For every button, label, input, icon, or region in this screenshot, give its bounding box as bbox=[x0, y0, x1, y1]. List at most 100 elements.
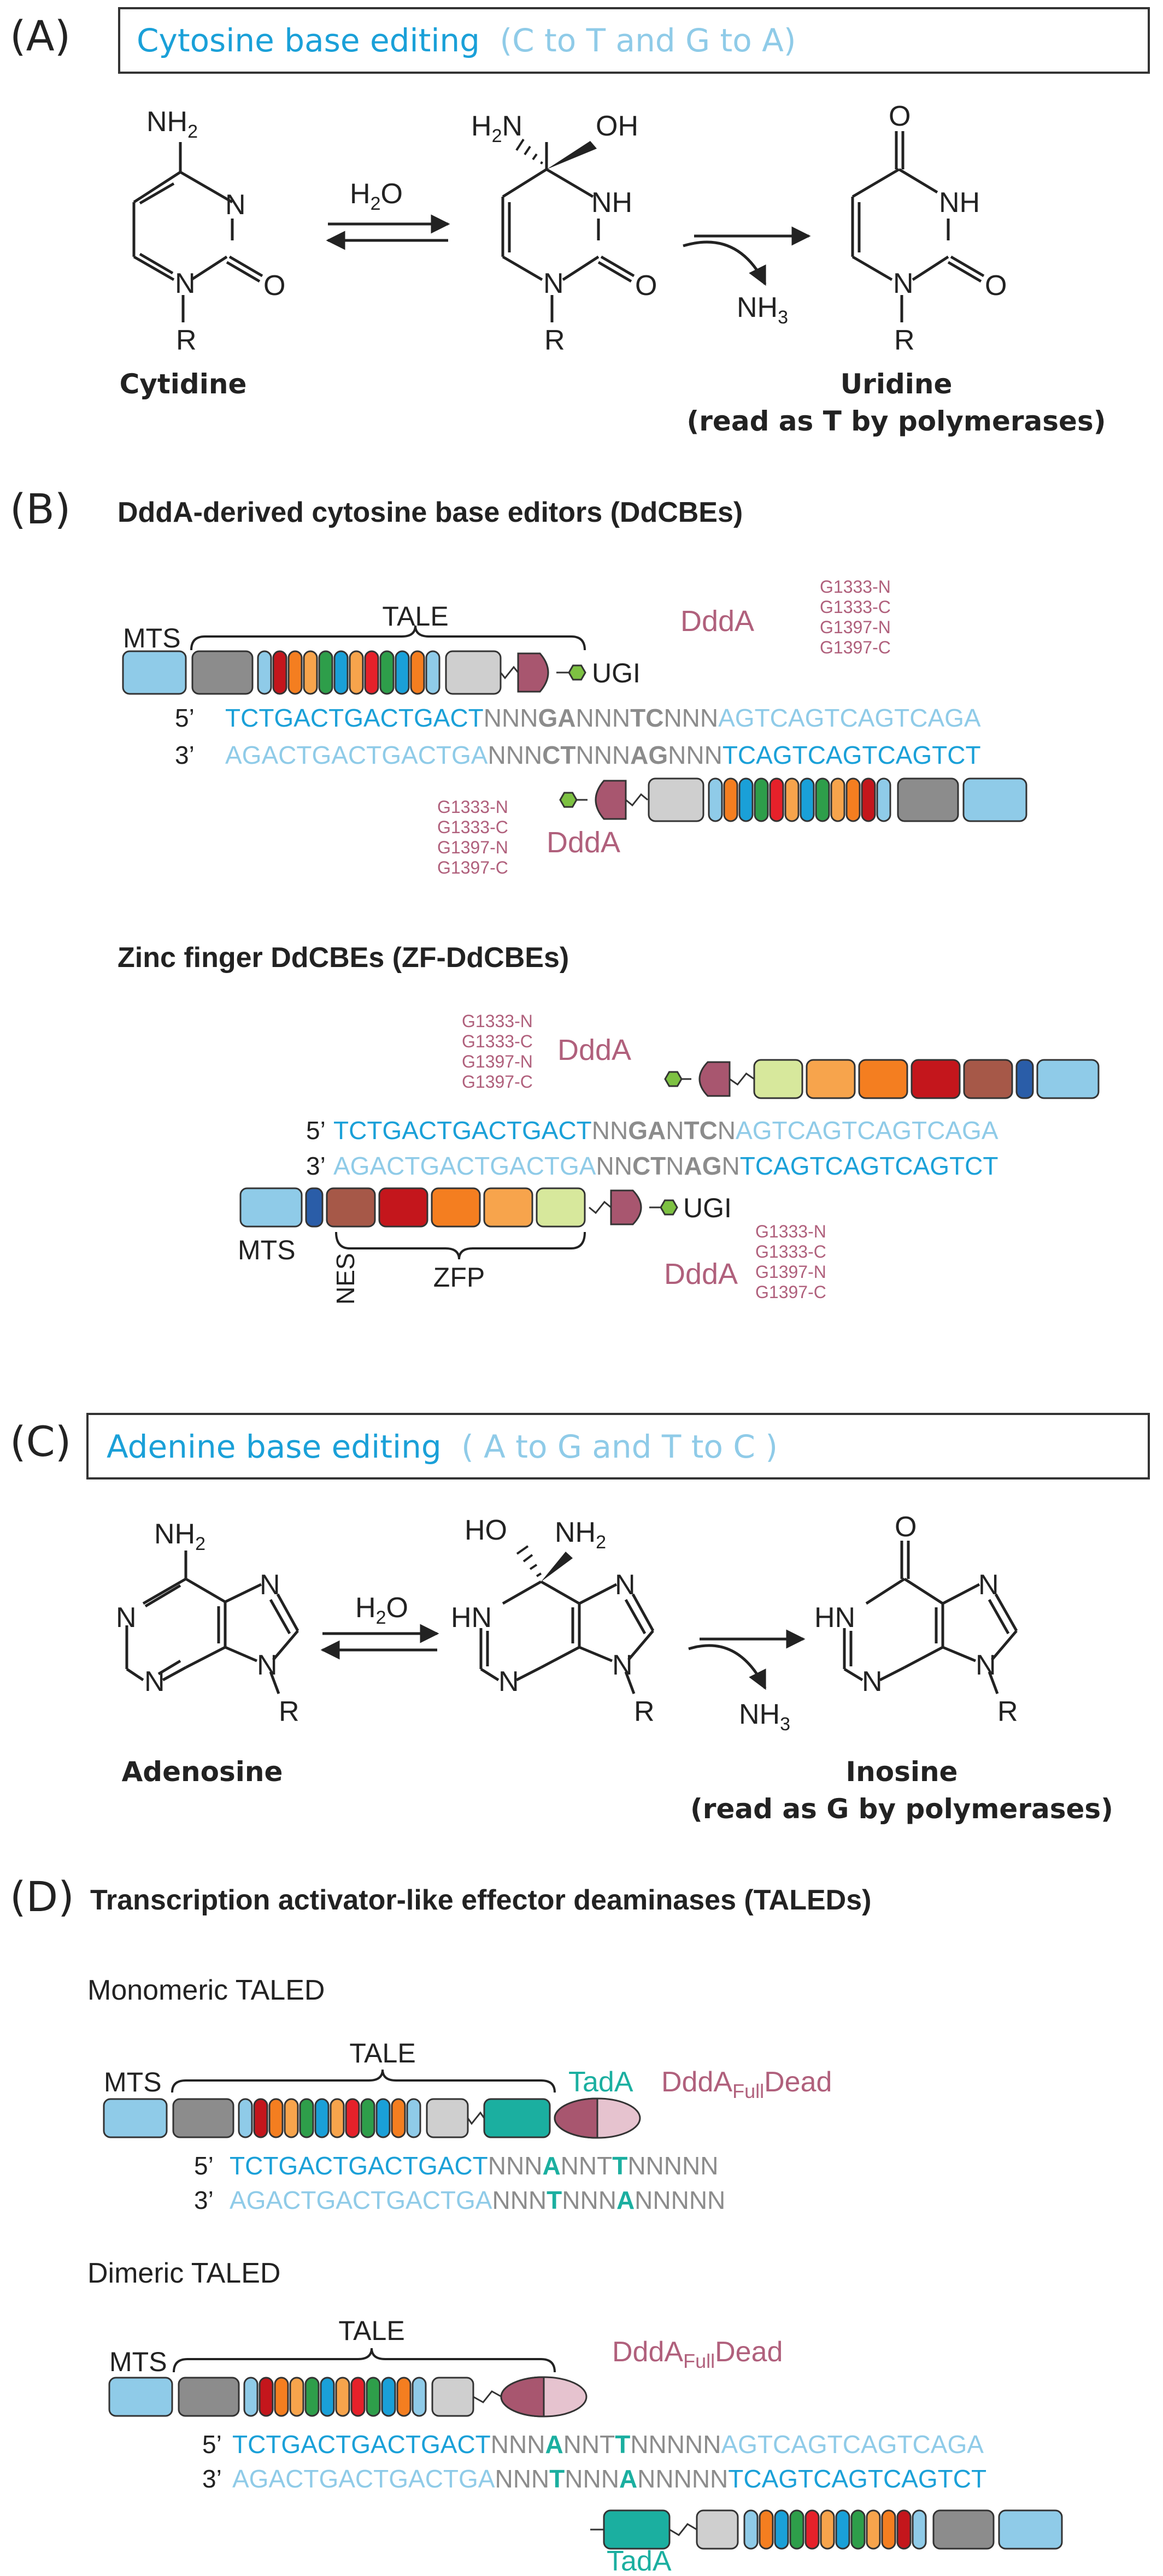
zinc-finger-module bbox=[431, 1187, 481, 1228]
tale-repeat bbox=[330, 2098, 345, 2138]
svg-text:H2O: H2O bbox=[350, 178, 403, 214]
tale-repeat bbox=[299, 2098, 314, 2138]
intermediate-nh: NH bbox=[591, 187, 632, 219]
svg-text:H2O: H2O bbox=[355, 1592, 408, 1628]
tada-domain bbox=[483, 2098, 551, 2138]
tale-repeat bbox=[896, 2509, 912, 2550]
cytidine-r: R bbox=[176, 325, 197, 356]
ddda-half-domain bbox=[698, 1061, 731, 1097]
deamination-arrow: NH3 bbox=[683, 226, 811, 328]
zinc-finger-module bbox=[753, 1059, 803, 1099]
uridine-o4: O bbox=[889, 101, 911, 132]
svg-text:NH2: NH2 bbox=[555, 1517, 606, 1553]
tale-n-terminus bbox=[932, 2509, 995, 2550]
ugi-domain bbox=[660, 1199, 678, 1216]
ddda-full-dead-active-half bbox=[500, 2376, 545, 2418]
svg-text:AGACTGACTGACTGANNNTNNNANNNNN: AGACTGACTGACTGANNNTNNNANNNNN bbox=[230, 2186, 725, 2214]
tale-label-dimer: TALE bbox=[338, 2315, 404, 2346]
tale-repeat bbox=[381, 2377, 396, 2417]
tada-domain bbox=[603, 2509, 671, 2550]
tale-repeat bbox=[333, 650, 349, 695]
tale-repeat bbox=[850, 2509, 866, 2550]
tale-repeat bbox=[349, 650, 364, 695]
ddda-half-domain bbox=[517, 652, 549, 693]
tale-repeat bbox=[759, 2509, 774, 2550]
svg-text:G1333-N: G1333-N bbox=[755, 1222, 826, 1241]
linker bbox=[729, 1072, 755, 1086]
tale-repeat bbox=[800, 777, 815, 822]
intermediate-c-stereo bbox=[516, 1545, 573, 1582]
svg-text:TCTGACTGACTGACTNNNANNTTNNNNNAG: TCTGACTGACTGACTNNNANNTTNNNNNAGTCAGTCAGTC… bbox=[232, 2430, 984, 2459]
svg-text:G1333-N: G1333-N bbox=[820, 577, 891, 597]
adenosine-label: Adenosine bbox=[122, 1756, 283, 1788]
tale-bracket-mono bbox=[171, 2069, 556, 2093]
zfp-bracket bbox=[335, 1231, 586, 1260]
ugi-label: UGI bbox=[683, 1193, 732, 1223]
linker bbox=[500, 665, 519, 680]
hydration-equilibrium-c: H2O bbox=[320, 1592, 439, 1660]
tale-repeat bbox=[335, 2377, 350, 2417]
adenosine-nh2: NH bbox=[154, 1518, 195, 1550]
taled-dimeric-construct-2 bbox=[590, 2509, 1063, 2550]
panel-b-letter: (B) bbox=[10, 485, 71, 533]
svg-text:TCTGACTGACTGACTNNNGANNNTCNNNAG: TCTGACTGACTGACTNNNGANNNTCNNNAGTCAGTCAGTC… bbox=[225, 704, 981, 732]
cytidine-n1: N bbox=[175, 268, 196, 299]
tale-repeat bbox=[845, 777, 861, 822]
panel-c-title-sub: ( A to G and T to C ) bbox=[461, 1428, 778, 1465]
zinc-finger-module bbox=[911, 1059, 961, 1099]
ddda-label-4: DddA bbox=[664, 1258, 738, 1290]
tale-repeat bbox=[754, 777, 769, 822]
mts-domain bbox=[108, 2377, 173, 2417]
tale-repeat bbox=[784, 777, 800, 822]
uridine-nh: NH bbox=[939, 187, 980, 219]
tale-c-terminus bbox=[431, 2377, 474, 2417]
tale-repeat bbox=[304, 2377, 320, 2417]
svg-text:G1333-C: G1333-C bbox=[820, 597, 891, 617]
uridine-note: (read as T by polymerases) bbox=[686, 405, 1106, 437]
svg-text:G1397-N: G1397-N bbox=[820, 617, 891, 637]
tale-repeat bbox=[375, 2098, 391, 2138]
taled-monomeric-construct bbox=[103, 2097, 641, 2139]
cytidine-label: Cytidine bbox=[120, 368, 247, 400]
zinc-finger-module bbox=[858, 1059, 908, 1099]
panel-b-title: DddA-derived cytosine base editors (DdCB… bbox=[118, 497, 743, 528]
inosine-hn: HN bbox=[814, 1602, 855, 1634]
panel-c-title-box bbox=[86, 1413, 1150, 1479]
uridine-label: Uridine bbox=[841, 368, 953, 400]
inosine-r: R bbox=[997, 1696, 1018, 1728]
ddda-label-2: DddA bbox=[547, 826, 620, 859]
tale-n-terminus bbox=[172, 2098, 234, 2138]
intermediate-c-r: R bbox=[634, 1696, 655, 1728]
uridine-r: R bbox=[894, 325, 915, 356]
cytidine-structure bbox=[132, 142, 263, 322]
svg-text:3’: 3’ bbox=[202, 2465, 222, 2493]
tada-label-mono: TadA bbox=[568, 2066, 633, 2098]
ddda-label-3: DddA bbox=[557, 1034, 631, 1066]
tale-repeat bbox=[866, 2509, 881, 2550]
tale-repeat bbox=[345, 2098, 360, 2138]
split-labels-3: G1333-N G1333-C G1397-N G1397-C bbox=[462, 1011, 533, 1092]
tale-repeat bbox=[410, 650, 425, 695]
svg-text:G1397-N: G1397-N bbox=[462, 1052, 533, 1071]
panel-a-title-sub: (C to T and G to A) bbox=[500, 22, 796, 59]
panel-a-title-main: Cytosine base editing bbox=[137, 22, 480, 59]
svg-text:G1333-N: G1333-N bbox=[462, 1011, 533, 1031]
tale-repeat bbox=[912, 2509, 927, 2550]
panel-d-title: Transcription activator-like effector de… bbox=[90, 1884, 871, 1916]
dna-duplex-dimer: 5’ TCTGACTGACTGACTNNNANNTTNNNNNAGTCAGTCA… bbox=[202, 2430, 986, 2493]
svg-text:5’: 5’ bbox=[175, 704, 195, 732]
deamination-arrow-c: NH3 bbox=[688, 1629, 806, 1735]
zinc-finger-module bbox=[536, 1187, 586, 1228]
tale-c-terminus bbox=[696, 2509, 739, 2550]
tale-construct-1: UGI bbox=[122, 650, 641, 695]
zinc-finger-module bbox=[483, 1187, 533, 1228]
tale-repeat bbox=[366, 2377, 381, 2417]
svg-text:G1397-C: G1397-C bbox=[462, 1072, 533, 1092]
mts-label-dimer: MTS bbox=[109, 2347, 167, 2377]
panel-d: (D) Transcription activator-like effecto… bbox=[10, 1872, 1063, 2576]
tale-repeat bbox=[789, 2509, 804, 2550]
svg-text:H2N: H2N bbox=[471, 110, 522, 146]
cytidine-o: O bbox=[263, 270, 285, 302]
zinc-finger-module bbox=[378, 1187, 428, 1228]
